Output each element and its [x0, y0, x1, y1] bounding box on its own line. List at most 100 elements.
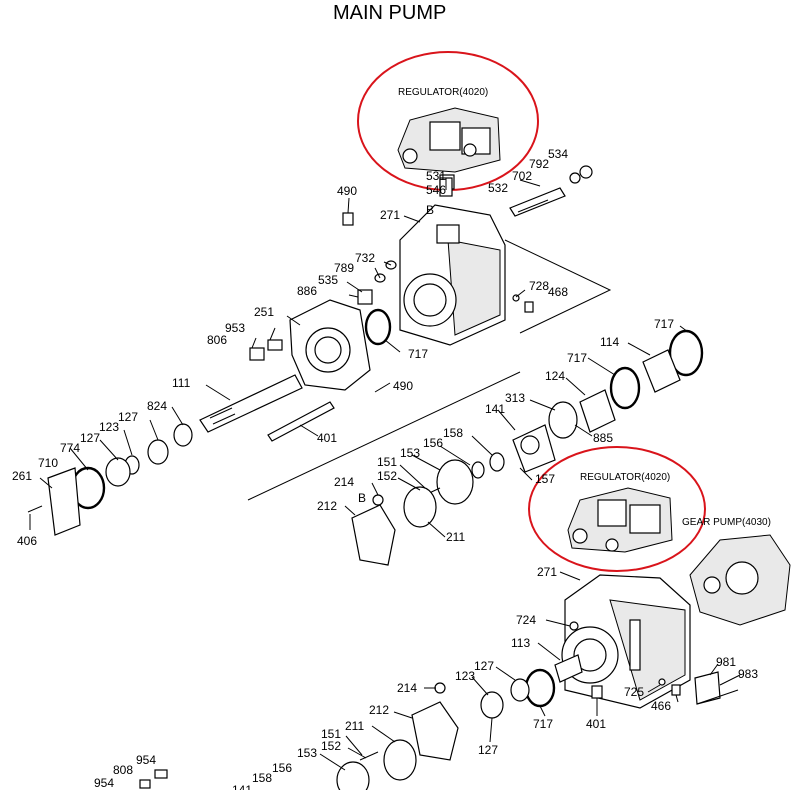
part-label: 211 [345, 719, 364, 733]
regulator-drawing-top [397, 107, 501, 190]
part-label: 535 [318, 273, 338, 287]
part-label: 123 [99, 420, 119, 434]
part-label: 732 [355, 251, 375, 265]
spring-158 [489, 452, 505, 472]
housing-271-bottom [561, 574, 691, 709]
bearing-127a [147, 439, 169, 465]
gear-pump-drawing [689, 534, 791, 626]
plate-313 [548, 401, 578, 439]
part-label: 824 [147, 399, 167, 413]
part-label: 152 [377, 469, 397, 483]
o-ring-717-d [524, 668, 556, 708]
part-label: 806 [207, 333, 227, 347]
o-ring-728 [512, 294, 520, 302]
pin-214-b [434, 682, 446, 694]
bearing-127c [510, 678, 530, 702]
regulator-highlight-bottom[interactable] [528, 446, 706, 572]
pin-214 [372, 494, 384, 506]
part-label: 792 [529, 157, 549, 171]
part-label: 808 [113, 763, 133, 777]
part-label: 211 [446, 530, 465, 544]
regulator-drawing-bottom [567, 487, 673, 553]
ring-123b [480, 691, 504, 719]
plug-534 [579, 165, 593, 179]
plug-401-b [591, 685, 603, 699]
part-label: 127 [118, 410, 138, 424]
part-label: 954 [136, 753, 156, 767]
regulator-label-top: REGULATOR(4020) [398, 87, 488, 98]
part-label: 717 [567, 351, 587, 365]
part-label: 774 [60, 441, 80, 455]
swash-212 [351, 504, 396, 566]
plate-124 [579, 389, 616, 433]
part-label: 151 [321, 727, 341, 741]
part-label: 111 [172, 376, 191, 390]
seal-792 [569, 172, 581, 184]
part-label: 214 [397, 681, 417, 695]
regulator-label-bottom: REGULATOR(4020) [580, 472, 670, 483]
part-label: 546 [426, 183, 446, 197]
part-number-labels: 490 271 531 546 B 534 792 702 532 732 78… [12, 147, 758, 790]
part-label: 214 [334, 475, 354, 489]
part-label: 152 [321, 739, 341, 753]
o-ring-717-top [364, 308, 392, 346]
part-label: 886 [297, 284, 317, 298]
part-label: 717 [533, 717, 553, 731]
drive-shaft-111 [199, 374, 303, 433]
part-label: 156 [423, 436, 443, 450]
part-label: 702 [512, 169, 532, 183]
part-label: 724 [516, 613, 536, 627]
shaft-113 [554, 654, 583, 683]
part-label: 490 [393, 379, 413, 393]
plate-211-b [383, 739, 417, 781]
part-label: 127 [474, 659, 494, 673]
part-label: 127 [80, 431, 100, 445]
part-label: 954 [94, 776, 114, 790]
swash-212-b [411, 701, 459, 761]
housing-271-top [399, 204, 506, 346]
plug-806 [249, 347, 265, 361]
plug-808 [139, 779, 151, 789]
plug-535 [357, 289, 373, 305]
part-label: 114 [600, 335, 619, 349]
part-label: 157 [535, 472, 555, 486]
valve-block-251 [289, 299, 371, 391]
part-label: 728 [529, 279, 549, 293]
plug-466 [671, 684, 681, 696]
part-label: 158 [252, 771, 272, 785]
part-label: 153 [400, 446, 420, 460]
plug-468 [524, 301, 534, 313]
part-label: 981 [716, 655, 736, 669]
part-label: 401 [586, 717, 606, 731]
bolt-401-top [267, 401, 335, 442]
part-label: 406 [17, 534, 37, 548]
part-label: 141 [485, 402, 505, 416]
part-label: 271 [380, 208, 400, 222]
ring-824 [173, 423, 193, 447]
part-label: 531 [426, 169, 446, 183]
part-label: 212 [317, 499, 337, 513]
part-label: 251 [254, 305, 274, 319]
part-label: 261 [12, 469, 32, 483]
part-label: 156 [272, 761, 292, 775]
part-label: 983 [738, 667, 758, 681]
diagram-title: MAIN PUMP [333, 2, 446, 24]
part-label: 710 [38, 456, 58, 470]
shaft-532 [509, 187, 566, 217]
part-label: 885 [593, 431, 613, 445]
part-label: 153 [297, 746, 317, 760]
leader-lines [29, 178, 741, 771]
part-label: 490 [337, 184, 357, 198]
pin-151-b [359, 751, 379, 761]
o-ring-717-c [609, 366, 641, 410]
part-label: 717 [408, 347, 428, 361]
part-label: 534 [548, 147, 568, 161]
part-label: 717 [654, 317, 674, 331]
gear-pump-label: GEAR PUMP(4030) [682, 517, 771, 528]
part-label: 141 [232, 783, 252, 790]
o-ring-725 [658, 678, 666, 686]
part-label: 113 [511, 636, 530, 650]
part-label: 158 [443, 426, 463, 440]
seal-774 [105, 457, 131, 487]
